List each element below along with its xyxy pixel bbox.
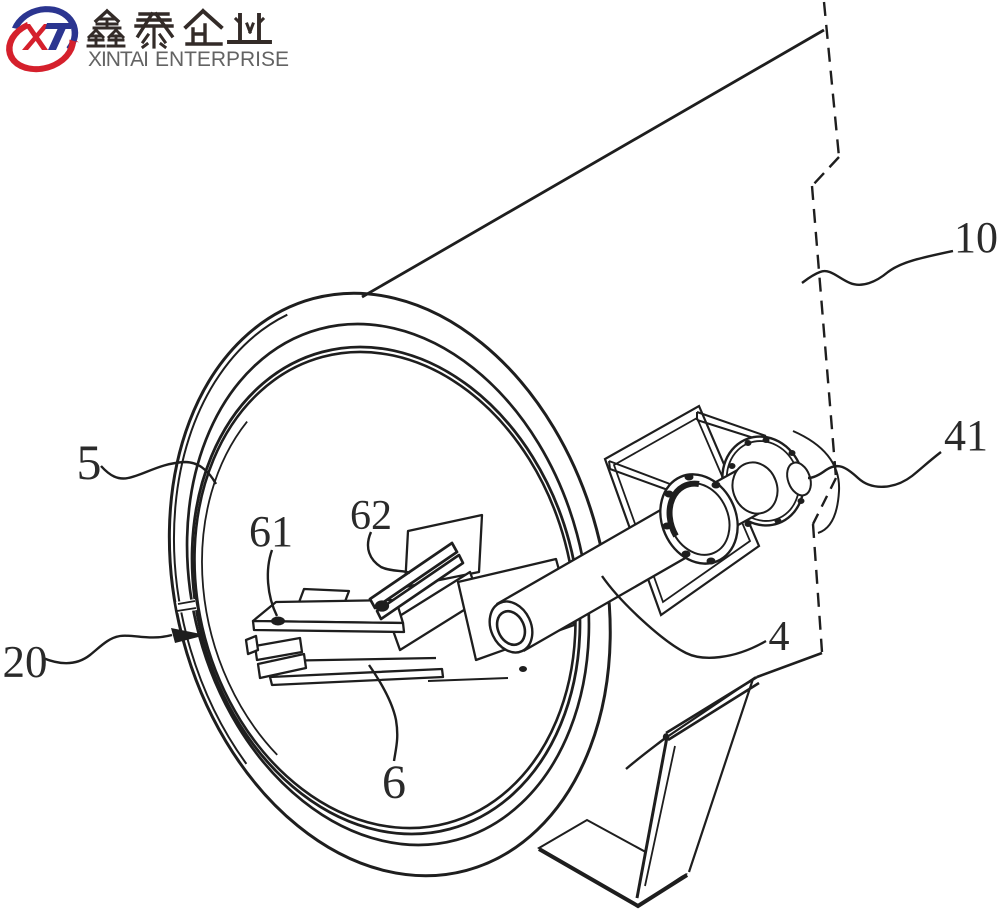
svg-text:41: 41 bbox=[944, 411, 988, 460]
svg-text:61: 61 bbox=[249, 507, 293, 556]
svg-text:6: 6 bbox=[382, 756, 406, 809]
svg-text:5: 5 bbox=[77, 434, 102, 490]
svg-text:ENTERPRISE: ENTERPRISE bbox=[155, 48, 289, 71]
svg-text:20: 20 bbox=[3, 637, 48, 687]
svg-text:62: 62 bbox=[350, 493, 392, 539]
svg-text:XINTAI: XINTAI bbox=[88, 48, 149, 71]
svg-text:10: 10 bbox=[954, 213, 998, 262]
svg-text:4: 4 bbox=[769, 614, 790, 660]
